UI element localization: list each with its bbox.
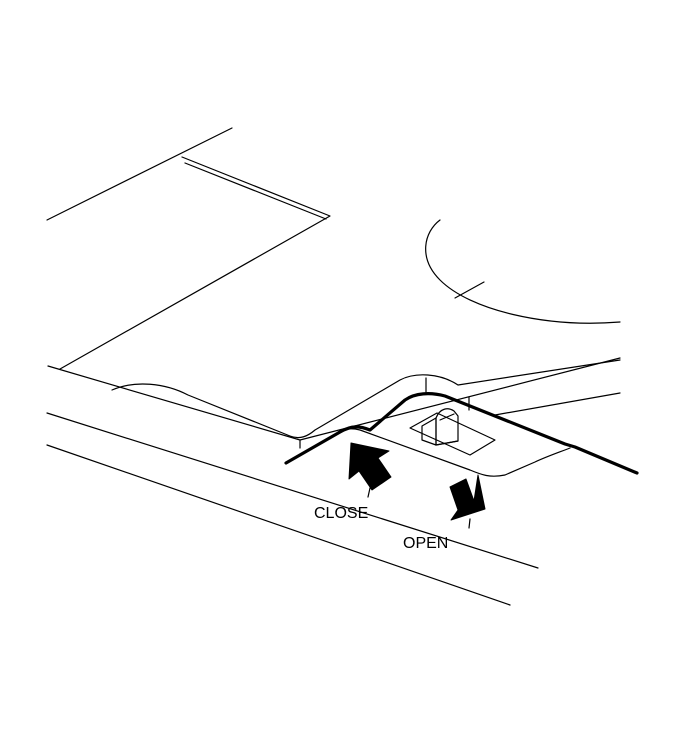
console-lower-line-lower xyxy=(46,444,511,606)
console-lower-line-upper xyxy=(46,412,539,569)
console-tick-marks xyxy=(299,439,471,529)
sunroof-panel-trim-line xyxy=(184,162,327,220)
arrow-down-right-icon xyxy=(449,474,486,521)
sunroof-switch-knob xyxy=(421,408,459,446)
console-recess-outline xyxy=(111,359,621,439)
console-top-edge xyxy=(47,357,621,441)
switch-bezel-outline xyxy=(284,392,639,475)
open-label: OPEN xyxy=(403,535,448,552)
arrow-up-left-icon xyxy=(348,442,392,491)
dome-light-housing xyxy=(425,219,621,324)
headliner-upper-edge xyxy=(46,127,233,221)
dome-light-inner-line xyxy=(454,281,485,299)
console-side-trim xyxy=(494,392,621,416)
close-label: CLOSE xyxy=(314,505,368,522)
switch-bezel-inner xyxy=(337,428,571,477)
switch-recess xyxy=(409,412,496,456)
sunroof-panel-outline xyxy=(59,156,331,370)
